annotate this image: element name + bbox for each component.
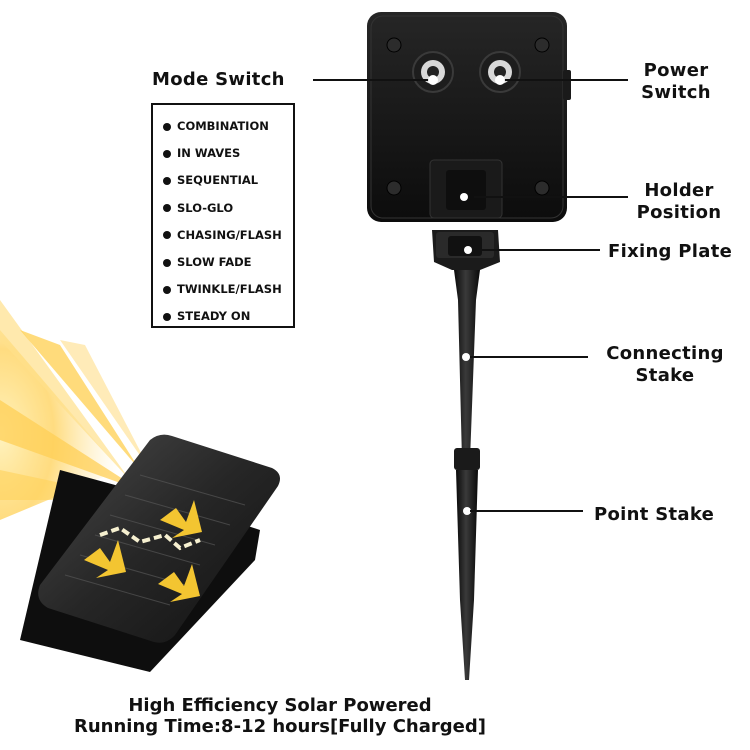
bullet-icon (163, 204, 171, 213)
mode-label: STEADY ON (177, 309, 251, 324)
mode-item: IN WAVES (163, 140, 293, 167)
mode-label: IN WAVES (177, 146, 241, 161)
fixing-plate (432, 230, 500, 270)
mode-label: COMBINATION (177, 119, 269, 133)
bullet-icon (163, 258, 171, 267)
mode-label: SLO-GLO (177, 200, 234, 215)
power-switch-label: Power Switch (624, 60, 728, 104)
connecting-stake-label-line1: Connecting (606, 343, 724, 364)
connecting-stake-label-line2: Stake (635, 365, 695, 386)
bullet-icon (163, 285, 171, 294)
connecting-stake-label: Connecting Stake (596, 343, 734, 387)
mode-label: SEQUENTIAL (177, 173, 259, 188)
mode-item: COMBINATION (163, 113, 293, 140)
bullet-icon (163, 312, 171, 321)
bullet-icon (163, 122, 171, 131)
holder-position-label: Holder Position (624, 180, 734, 224)
mode-item: SEQUENTIAL (163, 167, 293, 194)
lighting-modes-box: COMBINATION IN WAVES SEQUENTIAL SLO-GLO … (151, 103, 295, 328)
holder-position-label-line1: Holder (644, 180, 714, 201)
bullet-icon (163, 231, 171, 240)
callout-lines (313, 75, 628, 512)
mode-switch-label: Mode Switch (152, 69, 285, 90)
mode-item: SLOW FADE (163, 249, 293, 276)
arrow-icon (84, 500, 202, 602)
mode-item: CHASING/FLASH (163, 222, 293, 249)
mode-label: SLOW FADE (177, 254, 252, 269)
holder-position-label-line2: Position (636, 202, 722, 223)
mode-item: SLO-GLO (163, 195, 293, 222)
solar-panel (20, 434, 281, 672)
mode-label: CHASING/FLASH (177, 227, 282, 242)
lighting-modes-list: COMBINATION IN WAVES SEQUENTIAL SLO-GLO … (153, 105, 293, 331)
point-stake-label: Point Stake (594, 504, 715, 525)
mode-item: TWINKLE/FLASH (163, 276, 293, 303)
mode-item: STEADY ON (163, 303, 293, 330)
bullet-icon (163, 149, 171, 158)
bullet-icon (163, 176, 171, 185)
power-switch-label-line1: Power (643, 60, 709, 81)
fixing-plate-label: Fixing Plate (608, 241, 733, 262)
stake (454, 270, 480, 680)
power-switch-label-line2: Switch (641, 82, 711, 103)
control-box (367, 12, 571, 222)
mode-label: TWINKLE/FLASH (177, 282, 282, 297)
footer-line1: High Efficiency Solar Powered (128, 695, 432, 716)
footer-line2: Running Time:8-12 hours[Fully Charged] (74, 716, 486, 737)
